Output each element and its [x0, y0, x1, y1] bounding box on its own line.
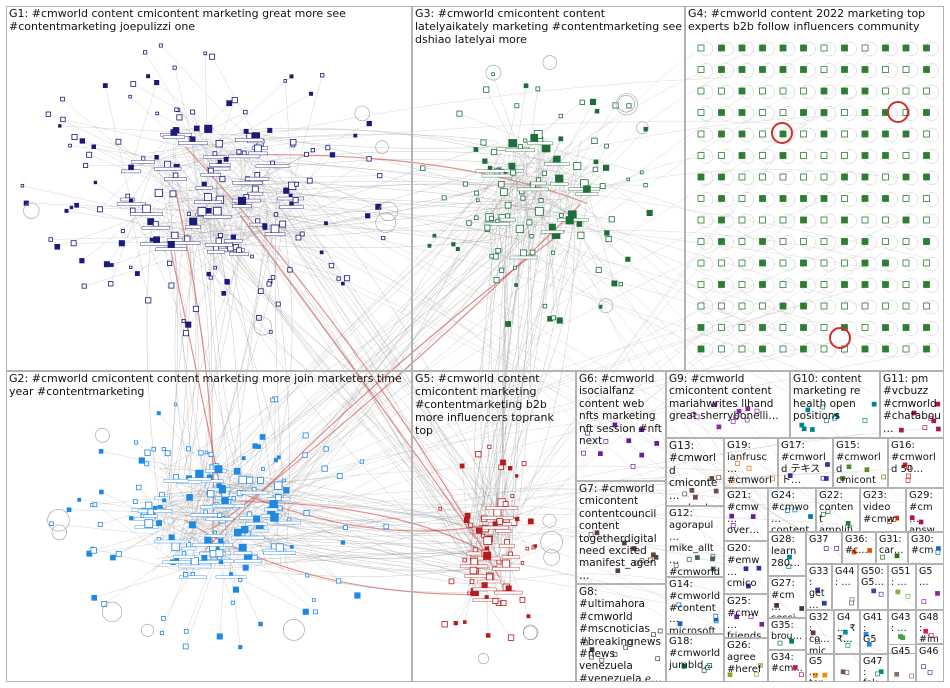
group-box-g14: G14: #cmworld #content… microsoft… [666, 577, 724, 634]
group-label-g41: G43: … [891, 612, 913, 634]
group-label-g23: G23: video #cmw… [863, 490, 903, 532]
group-box-g32: G32: co… mic… [806, 610, 834, 654]
group-label-g21: G21: #cmw… over… [727, 490, 765, 537]
group-label-g24: G24: #cmwo… content… [771, 490, 813, 532]
group-box-g15: G15: #cmworld cmicont… [833, 438, 888, 488]
group-box-g9: G9: #cmworld cmicontent content mariahwr… [666, 371, 790, 438]
group-box-g33: G33: get… #c… [806, 564, 832, 610]
group-box-g3x [834, 654, 860, 682]
group-label-g5: G5: #cmworld content cmicontent marketin… [415, 373, 573, 438]
group-box-g25: G25: #cmw… friends… [724, 594, 768, 638]
group-box-g5: G5: #cmworld content cmicontent marketin… [412, 371, 576, 682]
group-label-g16: G16: #cmworld 50… [891, 440, 941, 475]
group-box-g43: G45 [888, 644, 916, 682]
group-label-g17: G17: #cmworld テキスト… [781, 440, 830, 487]
group-label-g47: G50: G5… [861, 566, 885, 588]
group-label-g25: G25: #cmw… friends… [727, 596, 765, 638]
group-label-g43: G45 [891, 646, 913, 657]
group-box-g35: G35: brou… [768, 618, 806, 650]
group-box-g51: G5… [916, 564, 944, 610]
group-box-g6: G6: #cmworld isocialfanz content web nft… [576, 371, 666, 481]
group-box-g4: G4: #cmworld content 2022 marketing top … [685, 6, 944, 371]
group-box-g3: G3: #cmworld cmicontent content latelyai… [412, 6, 685, 371]
group-box-g24: G24: #cmwo… content… [768, 488, 816, 532]
group-label-g11: G11: pm #vcbuzz #cmworld #chatabou… [883, 373, 941, 435]
group-box-g19: G19: ianfrusc… #cmworl… [724, 438, 778, 488]
group-box-g17: G17: #cmworld テキスト… [778, 438, 833, 488]
group-box-g1: G1: #cmworld content cmicontent marketin… [6, 6, 412, 371]
group-label-g5x: G4… ₹ ₹… [837, 612, 857, 646]
group-box-g45: G47: fak… [860, 654, 888, 682]
group-box-g13: G13: #cmworld cmiconte… content… [666, 438, 724, 506]
group-label-g34: G34: #cm… [771, 652, 803, 674]
group-box-g50: G44: … [832, 564, 858, 610]
group-label-g29: G29: #cm… answ… [909, 490, 941, 532]
group-label-g45: G47: fak… [863, 656, 885, 682]
group-label-g44: G46 [919, 646, 941, 657]
group-box-g34: G34: #cm… [768, 650, 806, 682]
group-label-g32: G32: co… mic… [809, 612, 831, 654]
group-label-g30: G30: #cm… [911, 534, 941, 564]
group-label-g36: G36: #c… [845, 534, 873, 556]
group-box-g28: G28: learn 280… [768, 532, 806, 576]
group-label-g4: G4: #cmworld content 2022 marketing top … [688, 8, 941, 34]
group-box-g44: G46 [916, 644, 944, 682]
group-box-g22: G22: content amplifi… [816, 488, 860, 532]
group-label-g28: G28: learn 280… [771, 534, 803, 569]
group-box-g40: G41: G5… [860, 610, 888, 654]
group-label-g14: G14: #cmworld #content… microsoft… [669, 579, 721, 634]
group-box-g12: G12: agorapul… mike_allt… #cmworld manif… [666, 506, 724, 577]
group-box-g37: G37 [806, 532, 842, 564]
group-label-g51: G5… [919, 566, 941, 588]
group-box-g8: G8: #ultimahora #cmworld #mscnoticias #b… [576, 584, 666, 682]
group-label-g33: G33: get… #c… [809, 566, 829, 610]
group-label-g20: G20: #emw… cmico… [727, 543, 765, 594]
group-box-g46: G48: #im… [916, 610, 944, 644]
group-label-g46: G48: #im… [919, 612, 941, 644]
group-label-g12: G12: agorapul… mike_allt… #cmworld manif… [669, 508, 721, 577]
group-label-g50: G44: … [835, 566, 855, 588]
group-box-g10: G10: content marketing re health open po… [790, 371, 880, 438]
group-label-g3: G3: #cmworld cmicontent content latelyai… [415, 8, 682, 47]
group-label-g2: G2: #cmworld cmicontent content marketin… [9, 373, 409, 399]
group-box-g48: G51: … [888, 564, 916, 610]
group-label-g37: G37 [809, 534, 839, 545]
group-box-g7: G7: #cmworld cmicontent contentcouncil c… [576, 481, 666, 584]
group-label-g15: G15: #cmworld cmicont… [836, 440, 885, 488]
group-box-g21: G21: #cmw… over… [724, 488, 768, 541]
group-box-g5x: G4… ₹ ₹… [834, 610, 860, 654]
group-box-g31: G31: car… [876, 532, 908, 564]
group-box-g36: G36: #c… [842, 532, 876, 564]
group-label-g40: G41: G5… [863, 612, 885, 654]
group-label-g6: G6: #cmworld isocialfanz content web nft… [579, 373, 663, 447]
group-box-g23: G23: video #cmw… [860, 488, 906, 532]
group-label-g13: G13: #cmworld cmiconte… content… [669, 440, 721, 506]
group-box-g2: G2: #cmworld cmicontent content marketin… [6, 371, 412, 682]
group-label-g1: G1: #cmworld content cmicontent marketin… [9, 8, 409, 34]
group-box-g49: G5… top… [806, 654, 834, 682]
group-box-g16: G16: #cmworld 50… [888, 438, 944, 488]
group-box-g20: G20: #emw… cmico… [724, 541, 768, 594]
group-label-g27: G27: #cm… sessi… [771, 578, 803, 618]
group-box-g18: G18: #cmworld jumbld… [666, 634, 724, 682]
group-box-g30: G30: #cm… [908, 532, 944, 564]
group-label-g8: G8: #ultimahora #cmworld #mscnoticias #b… [579, 586, 663, 682]
group-label-g18: G18: #cmworld jumbld… [669, 636, 721, 671]
group-label-g35: G35: brou… [771, 620, 803, 642]
group-label-g26: G26: agree #heref… [727, 640, 765, 682]
group-box-g27: G27: #cm… sessi… [768, 576, 806, 618]
group-box-g29: G29: #cm… answ… [906, 488, 944, 532]
group-label-g49: G5… top… [809, 656, 831, 682]
group-box-g11: G11: pm #vcbuzz #cmworld #chatabou… [880, 371, 944, 438]
group-label-g10: G10: content marketing re health open po… [793, 373, 877, 423]
group-box-g47: G50: G5… [858, 564, 888, 610]
group-box-g26: G26: agree #heref… [724, 638, 768, 682]
group-label-g22: G22: content amplifi… [819, 490, 857, 532]
group-label-g9: G9: #cmworld cmicontent content mariahwr… [669, 373, 787, 423]
group-label-g48: G51: … [891, 566, 913, 588]
group-label-g19: G19: ianfrusc… #cmworl… [727, 440, 775, 488]
group-label-g7: G7: #cmworld cmicontent contentcouncil c… [579, 483, 663, 582]
group-label-g31: G31: car… [879, 534, 905, 556]
